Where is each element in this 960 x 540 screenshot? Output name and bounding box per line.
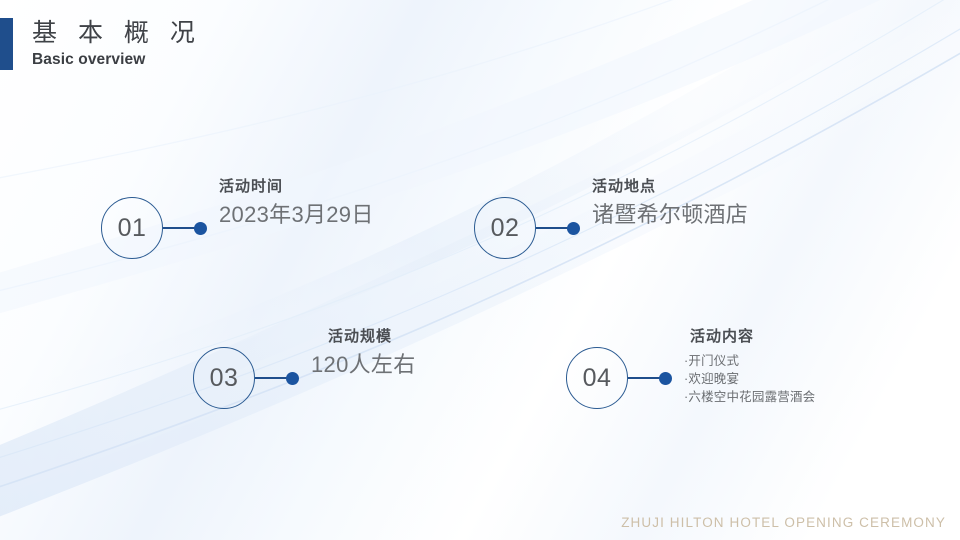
item-text-03: 活动规模 120人左右 bbox=[311, 328, 416, 379]
item-value-02: 诸暨希尔顿酒店 bbox=[592, 202, 749, 227]
list-item: ·开门仪式 bbox=[684, 354, 740, 368]
item-connector-03 bbox=[255, 377, 288, 379]
item-connector-04 bbox=[628, 377, 661, 379]
item-connector-dot-04 bbox=[659, 371, 672, 385]
item-number-circle-01: 01 bbox=[101, 197, 163, 259]
item-text-01: 活动时间 2023年3月29日 bbox=[219, 178, 374, 229]
item-heading-02: 活动地点 bbox=[592, 178, 657, 195]
item-number-03: 03 bbox=[209, 363, 239, 392]
item-heading-01: 活动时间 bbox=[219, 178, 284, 195]
page-title-en: Basic overview bbox=[32, 51, 146, 69]
item-number-02: 02 bbox=[490, 213, 520, 242]
item-number-01: 01 bbox=[117, 213, 147, 242]
item-connector-01 bbox=[163, 227, 196, 229]
item-text-02: 活动地点 诸暨希尔顿酒店 bbox=[592, 178, 748, 229]
item-text-04: 活动内容 ·开门仪式 ·欢迎晚宴 ·六楼空中花园露营酒会 bbox=[684, 328, 815, 406]
item-heading-03: 活动规模 bbox=[328, 328, 393, 345]
page-title: 基 本 概 况 Basic overview bbox=[32, 18, 202, 71]
item-number-circle-04: 04 bbox=[566, 347, 628, 409]
list-item: ·欢迎晚宴 bbox=[684, 372, 740, 387]
item-connector-dot-03 bbox=[286, 371, 299, 385]
footer-text: ZHUJI HILTON HOTEL OPENING CEREMONY bbox=[621, 515, 946, 530]
item-number-circle-03: 03 bbox=[193, 347, 255, 409]
item-number-circle-02: 02 bbox=[474, 197, 536, 259]
item-heading-04: 活动内容 bbox=[690, 328, 755, 345]
list-item: ·六楼空中花园露营酒会 bbox=[684, 390, 816, 405]
item-connector-dot-02 bbox=[567, 221, 580, 235]
item-bullet-list-04: ·开门仪式 ·欢迎晚宴 ·六楼空中花园露营酒会 bbox=[684, 352, 815, 406]
item-number-04: 04 bbox=[582, 363, 612, 392]
item-value-03: 120人左右 bbox=[311, 352, 416, 377]
title-accent-bar bbox=[0, 18, 13, 70]
item-value-01: 2023年3月29日 bbox=[219, 202, 374, 227]
item-connector-02 bbox=[536, 227, 569, 229]
item-connector-dot-01 bbox=[194, 221, 207, 235]
page-title-cn: 基 本 概 况 bbox=[32, 19, 202, 47]
